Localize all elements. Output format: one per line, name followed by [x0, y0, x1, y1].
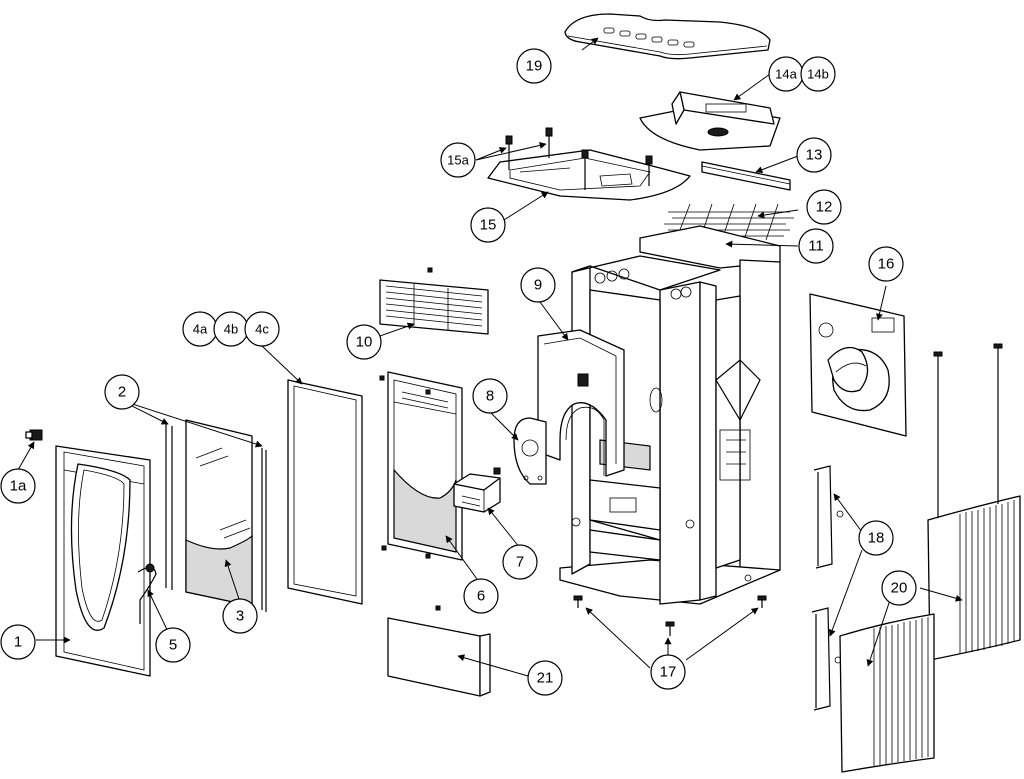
callout-17: 17 — [650, 654, 686, 690]
part-15-top-plate — [487, 149, 691, 201]
part-4-gasket-frame — [287, 379, 363, 605]
callout-1a: 1a — [0, 468, 36, 504]
part-1-door — [55, 445, 151, 677]
callout-5: 5 — [155, 627, 191, 663]
part-16-back-plate — [809, 293, 907, 437]
callout-8: 8 — [472, 378, 508, 414]
callout-14a-label: 14a — [775, 67, 797, 82]
callout-15a: 15a — [440, 142, 476, 178]
part-19-top-cover — [564, 13, 771, 60]
callout-4a: 4a — [182, 311, 218, 347]
callout-6: 6 — [463, 578, 499, 614]
callout-2: 2 — [104, 374, 140, 410]
callout-21: 21 — [527, 660, 563, 696]
part-20-side-panels — [839, 343, 1021, 773]
callout-16: 16 — [868, 246, 904, 282]
part-7-burner-pot — [453, 467, 501, 513]
callout-4c-label: 4c — [255, 322, 269, 337]
callout-4b: 4b — [213, 311, 249, 347]
callout-18-label: 18 — [868, 530, 885, 547]
callout-16-label: 16 — [878, 256, 895, 273]
callout-2-label: 2 — [118, 384, 126, 401]
part-11-body-frame — [559, 225, 781, 605]
part-10-grille — [379, 267, 489, 335]
part-5-handle — [137, 563, 157, 624]
callout-7: 7 — [502, 544, 538, 580]
callout-14a: 14a — [768, 56, 804, 92]
callout-8-label: 8 — [486, 388, 494, 405]
part-3-glass — [185, 419, 253, 607]
part-14-top-panel — [639, 91, 781, 151]
part-8-plate — [513, 417, 547, 485]
callout-1-label: 1 — [14, 634, 22, 651]
callout-14b: 14b — [800, 56, 836, 92]
callout-20: 20 — [881, 570, 917, 606]
callout-19-label: 19 — [526, 58, 543, 75]
callout-5-label: 5 — [169, 637, 177, 654]
part-1a-latch — [25, 429, 43, 441]
part-12-grid — [664, 203, 794, 241]
callout-12: 12 — [806, 189, 842, 225]
callout-15: 15 — [470, 207, 506, 243]
callout-1a-label: 1a — [10, 478, 27, 495]
callout-10-label: 10 — [356, 334, 373, 351]
callout-3: 3 — [222, 598, 258, 634]
part-2-gaskets — [165, 424, 267, 612]
callout-11: 11 — [798, 228, 834, 264]
callout-20-label: 20 — [891, 580, 908, 597]
callout-7-label: 7 — [516, 554, 524, 571]
callout-9: 9 — [520, 267, 556, 303]
callout-4c: 4c — [244, 311, 280, 347]
callout-10: 10 — [346, 324, 382, 360]
callout-9-label: 9 — [534, 277, 542, 294]
callout-17-label: 17 — [660, 664, 677, 681]
part-18-brackets — [811, 465, 844, 711]
callout-6-label: 6 — [477, 588, 485, 605]
callout-18: 18 — [858, 520, 894, 556]
callout-1: 1 — [0, 624, 36, 660]
part-17-feet — [573, 595, 767, 636]
part-15a-screws — [505, 127, 653, 190]
callout-15-label: 15 — [480, 217, 497, 234]
callout-13: 13 — [796, 137, 832, 173]
part-21-ash-drawer — [387, 605, 491, 697]
part-13-bar — [701, 161, 791, 191]
part-6-inner-door — [379, 371, 463, 561]
callout-21-label: 21 — [537, 670, 554, 687]
callout-4a-label: 4a — [193, 322, 208, 337]
callout-15a-label: 15a — [447, 153, 469, 168]
callout-14b-label: 14b — [807, 67, 829, 82]
callout-12-label: 12 — [816, 199, 833, 216]
part-9-combustion-chamber — [537, 329, 625, 477]
callout-19: 19 — [516, 48, 552, 84]
callout-3-label: 3 — [236, 608, 244, 625]
callout-11-label: 11 — [808, 238, 824, 255]
callout-13-label: 13 — [806, 147, 823, 164]
callout-4b-label: 4b — [224, 322, 238, 337]
